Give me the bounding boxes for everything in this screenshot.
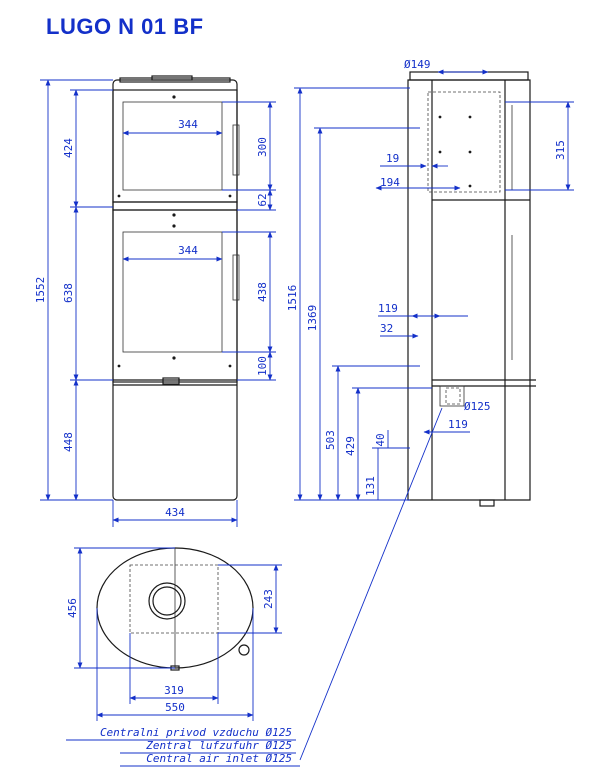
- front-dimensions: 1552 424 638 448 434 344 344 300 62 438: [34, 79, 276, 527]
- dim-lower-gap: 100: [256, 356, 269, 376]
- dim-offset-top: 315: [554, 140, 567, 160]
- dim-depth: 456: [66, 598, 79, 618]
- dim-middle-window-width: 344: [178, 244, 198, 257]
- dim-total-height: 1552: [34, 277, 47, 304]
- front-view: [112, 75, 240, 501]
- dim-middle-window-height: 438: [256, 282, 269, 302]
- dim-offset-32: 32: [380, 322, 393, 335]
- dim-height-503: 503: [324, 430, 337, 450]
- label-english: Central air inlet Ø125: [146, 752, 292, 765]
- dim-bottom-section: 448: [62, 432, 75, 452]
- dim-height-429: 429: [344, 436, 357, 456]
- dim-width: 434: [165, 506, 185, 519]
- dim-air-inlet-diameter: Ø125: [464, 400, 491, 413]
- dim-flue-diameter: Ø149: [404, 58, 431, 71]
- air-inlet-labels: Centralni privod vzduchu Ø125 Zentral lu…: [66, 726, 300, 767]
- label-german: Zentral lufzufuhr Ø125: [145, 739, 292, 752]
- dim-flue-outlet-height: 1516: [286, 285, 299, 312]
- dim-middle-section: 638: [62, 283, 75, 303]
- label-slovenian: Centralni privod vzduchu Ø125: [100, 726, 292, 739]
- dim-gap: 62: [256, 193, 269, 206]
- dim-inner-width: 319: [164, 684, 184, 697]
- plan-view: [96, 547, 254, 671]
- side-dimensions: Ø149 1516 1369 315 19 194 119 32 503: [286, 58, 574, 501]
- dim-offset-19: 19: [386, 152, 399, 165]
- dim-offset-194: 194: [380, 176, 400, 189]
- dim-inner-depth: 243: [262, 589, 275, 609]
- dim-height-131: 131: [364, 476, 377, 496]
- dim-offset-119-upper: 119: [378, 302, 398, 315]
- dim-height-40: 40: [374, 433, 387, 446]
- dim-outer-width: 550: [165, 701, 185, 714]
- plan-dimensions: 456 243 319 550: [66, 547, 282, 721]
- dim-top-window-width: 344: [178, 118, 198, 131]
- dim-top-window-height: 300: [256, 137, 269, 157]
- air-inlet-leader: [299, 407, 443, 761]
- side-view: [407, 71, 536, 507]
- dim-offset-119-lower: 119: [448, 418, 468, 431]
- drawing-title: LUGO N 01 BF: [46, 14, 204, 39]
- dim-rear-flue-height: 1369: [306, 305, 319, 332]
- dim-top-section: 424: [62, 138, 75, 158]
